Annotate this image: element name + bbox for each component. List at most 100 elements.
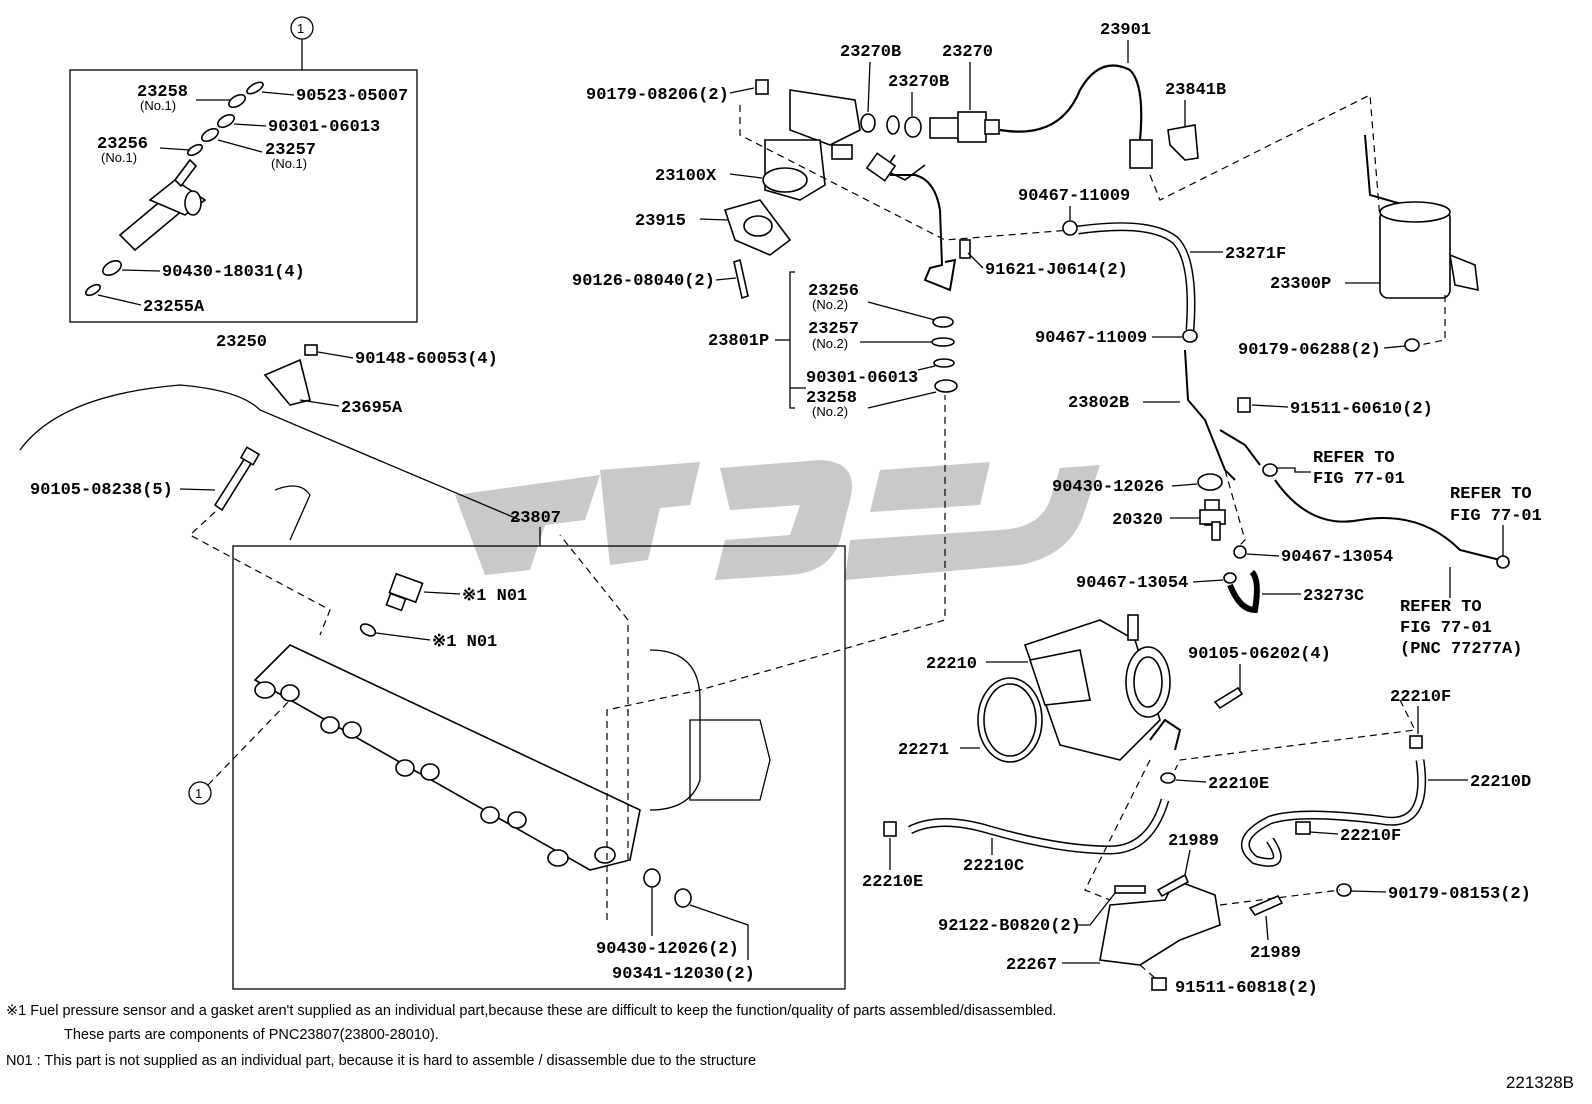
label-90148-60053: 90148-60053(4) [355,350,498,369]
plug-icon [674,888,692,908]
label-23100X: 23100X [655,167,717,186]
label-90105-06202: 90105-06202(4) [1188,645,1331,664]
label-23257: 23257 [265,141,316,160]
footnote-1-line1: ※1 Fuel pressure sensor and a gasket are… [6,1003,1057,1019]
label-refer-3c: (PNC 77277A) [1400,640,1522,659]
hose-23271F-fill [1077,223,1194,331]
gasket-hole-icon [743,215,773,237]
bolt-icon [1151,977,1167,991]
clamp-icon [1167,124,1199,161]
ref-circle-bottom [188,781,212,805]
o-ring-icon [886,115,900,135]
label-23256-sub: (No.1) [101,150,137,165]
label-21989-a: 21989 [1168,832,1219,851]
charcoal-canister-icon [1364,134,1479,299]
label-n01-gasket: ※1 N01 [432,633,497,652]
label-23901: 23901 [1100,21,1151,40]
label-23257-sub: (No.1) [271,156,307,171]
label-22210C: 22210C [963,857,1024,876]
bolt-icon [959,239,971,259]
diagram-code: 221328B [1505,1073,1574,1092]
hose-23273C [1227,569,1260,614]
label-90430-12026-c: 90430-12026 [1052,478,1164,497]
label-23270B-b: 23270B [888,73,949,92]
label-22210: 22210 [926,655,977,674]
label-90341-12030: 90341-12030(2) [612,965,755,984]
o-ring-icon [860,113,876,133]
label-22271: 22271 [898,741,949,760]
throttle-body-icon [1023,614,1182,761]
label-22210D: 22210D [1470,773,1531,792]
o-ring-icon [933,358,955,368]
insulator-icon [102,259,122,277]
label-90467-11009-b: 90467-11009 [1035,329,1147,348]
washer-icon [84,283,102,297]
watermark-logo [455,460,1100,580]
label-23273C: 23273C [1303,587,1364,606]
clip-icon [1156,873,1190,898]
hose-22210C-fill [908,799,1168,854]
clamp-icon [1295,821,1311,835]
ref-circle-top-label: 1 [297,21,304,36]
bolt-icon [1237,397,1251,413]
fuel-hose-23901 [999,64,1143,141]
o-ring-icon [246,81,264,95]
label-90301-06013-b: 90301-06013 [806,369,918,388]
fuel-pump-icon [762,89,861,201]
label-23801P: 23801P [708,332,769,351]
label-90467-13054-b: 90467-13054 [1076,574,1188,593]
label-23258: 23258 [137,83,188,102]
label-23802B: 23802B [1068,394,1129,413]
hose-22210D-fill [1242,759,1425,866]
clamp-icon [1160,772,1176,784]
fuel-pressure-sensor-icon [385,572,424,612]
label-22210E-a: 22210E [1208,775,1269,794]
label-23915: 23915 [635,212,686,231]
clamp-icon [1496,555,1510,569]
label-23255A: 23255A [143,298,205,317]
label-90430-18031: 90430-18031(4) [162,263,305,282]
label-90430-12026-b: 90430-12026(2) [596,940,739,959]
o-ring-icon [186,143,204,157]
label-23257-b: 23257 [808,320,859,339]
fitting-icon [865,152,897,182]
engine-outline [19,384,521,521]
label-23841B: 23841B [1165,81,1226,100]
label-23270B-a: 23270B [840,43,901,62]
clamp-icon [1233,545,1247,559]
label-90179-08153: 90179-08153(2) [1388,885,1531,904]
clamp-icon [1182,329,1198,343]
label-22210E-b: 22210E [862,873,923,892]
label-20320: 20320 [1112,511,1163,530]
stud-icon [1114,885,1146,894]
clamp-icon [883,821,897,837]
bracket-icon [263,358,311,406]
pipe-branch [1219,429,1261,466]
label-refer-1a: REFER TO [1313,449,1395,468]
label-23256-b-sub: (No.2) [812,297,848,312]
label-refer-2a: REFER TO [1450,485,1532,504]
label-23258-sub: (No.1) [140,98,176,113]
label-23256: 23256 [97,135,148,154]
label-90301-06013-a: 90301-06013 [268,118,380,137]
label-refer-3a: REFER TO [1400,598,1482,617]
label-23258-b: 23258 [806,389,857,408]
engine-outline-detail [274,485,311,541]
long-bolt-icon [213,456,254,512]
o-ring-icon [228,93,246,109]
label-90179-08206: 90179-08206(2) [586,86,729,105]
stud-icon [733,258,749,300]
label-90105-08238: 90105-08238(5) [30,481,173,500]
label-23256-b: 23256 [808,282,859,301]
label-23807: 23807 [510,509,561,528]
fuel-rail-icon [253,644,641,871]
bolt-icon [755,79,769,95]
bolt-icon [1336,883,1352,897]
bolt-icon [304,344,318,356]
vsv-20320-icon [1199,499,1226,541]
footnote-1-line2: These parts are components of PNC23807(2… [64,1027,439,1043]
label-refer-1b: FIG 77-01 [1313,470,1405,489]
label-92122-B0820: 92122-B0820(2) [938,917,1081,936]
